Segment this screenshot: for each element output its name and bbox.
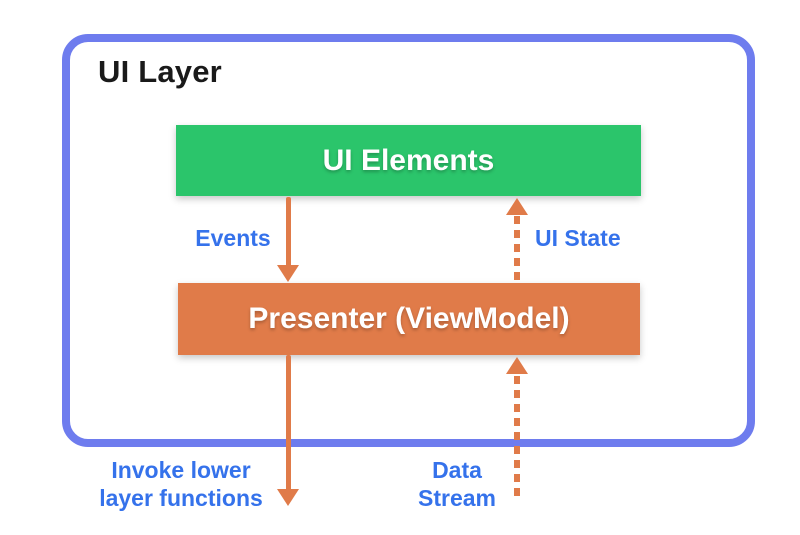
events-arrow-head-down-icon xyxy=(277,265,299,282)
events-arrow-line xyxy=(286,197,291,268)
ui-layer-title: UI Layer xyxy=(98,54,222,89)
presenter-box: Presenter (ViewModel) xyxy=(178,283,640,355)
data-stream-arrow-head-up-icon xyxy=(506,357,528,374)
ui-state-arrow-line xyxy=(514,216,520,283)
data-stream-label: Data Stream xyxy=(418,457,496,511)
ui-elements-box: UI Elements xyxy=(176,125,641,196)
ui-elements-box-label: UI Elements xyxy=(322,143,495,177)
ui-state-label: UI State xyxy=(535,225,621,251)
invoke-lower-layer-label: Invoke lower layer functions xyxy=(99,457,263,511)
ui-layer-container xyxy=(62,34,755,447)
ui-state-arrow-head-up-icon xyxy=(506,198,528,215)
invoke-lower-layer-arrow-head-down-icon xyxy=(277,489,299,506)
invoke-lower-layer-arrow-line xyxy=(286,355,291,491)
data-stream-arrow-line xyxy=(514,376,520,500)
presenter-box-label: Presenter (ViewModel) xyxy=(248,302,570,335)
events-label: Events xyxy=(195,225,271,251)
